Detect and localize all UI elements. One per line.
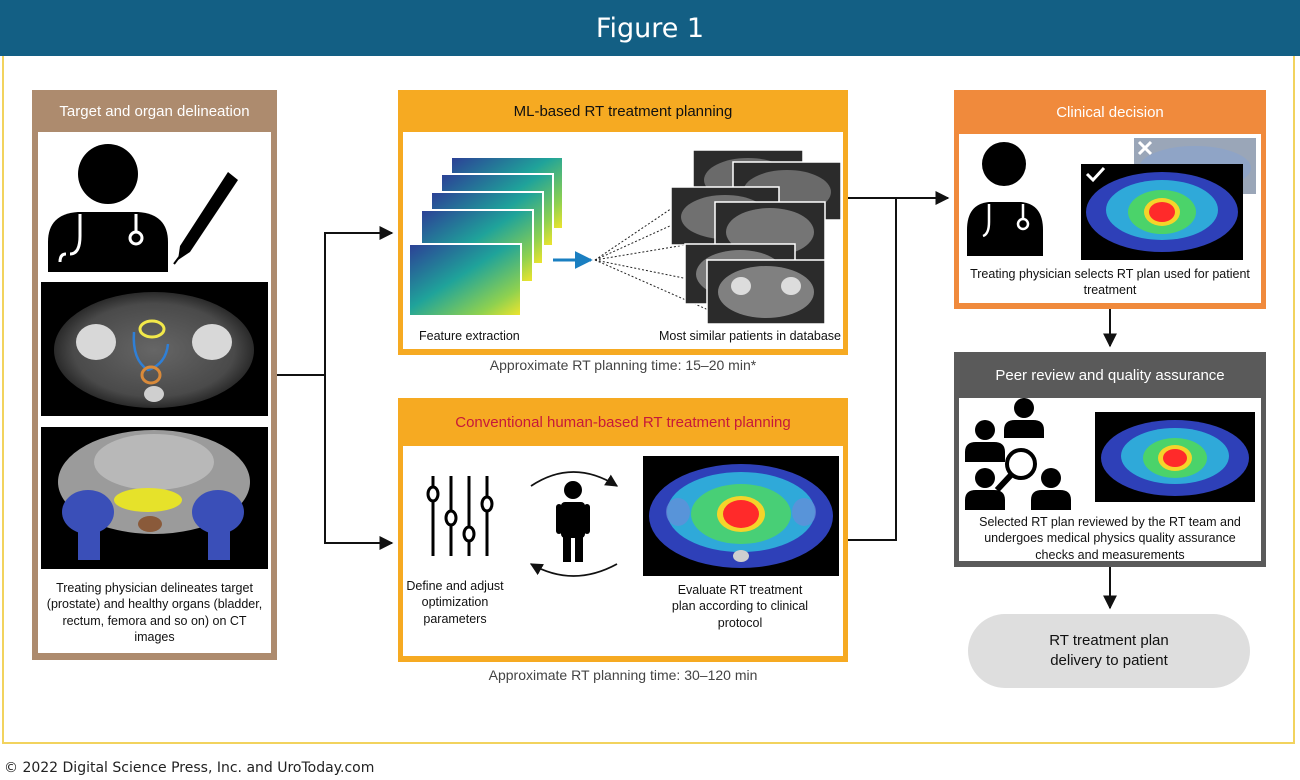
conventional-planning-time: Approximate RT planning time: 30–120 min bbox=[488, 667, 758, 683]
planner-person-icon bbox=[556, 481, 590, 562]
conventional-panel-body: Define and adjust optimization parameter… bbox=[403, 446, 843, 656]
reviewed-plan-image bbox=[1095, 412, 1255, 502]
feature-map-stack bbox=[408, 156, 564, 317]
physician-icon bbox=[967, 142, 1043, 256]
feature-extraction-label: Feature extraction bbox=[419, 329, 520, 343]
similar-patients-label: Most similar patients in database bbox=[658, 329, 841, 343]
peer-caption: Selected RT plan reviewed by the RT team… bbox=[979, 515, 1241, 562]
checkmark-icon bbox=[1085, 166, 1106, 183]
delivery-label: RT treatment plan delivery to patient bbox=[1049, 631, 1169, 669]
similar-patient-ct-slices bbox=[670, 149, 842, 325]
arrow-to-conventional bbox=[324, 375, 394, 550]
conventional-panel-title: Conventional human-based RT treatment pl… bbox=[455, 413, 791, 431]
ml-planning-panel: ML-based RT treatment planning bbox=[398, 90, 848, 355]
clinical-decision-panel: Clinical decision bbox=[954, 90, 1266, 309]
sliders-icon bbox=[426, 476, 494, 556]
cycle-arrows-icon bbox=[529, 471, 619, 577]
figure-title: Figure 1 bbox=[595, 12, 705, 44]
selected-plan-image bbox=[1081, 164, 1243, 260]
target-caption: Treating physician delineates target (pr… bbox=[46, 581, 263, 644]
figure-header: Figure 1 bbox=[0, 0, 1300, 56]
figure-frame bbox=[2, 56, 1295, 744]
ml-panel-illustrations bbox=[408, 149, 842, 325]
clinical-panel-title: Clinical decision bbox=[1056, 103, 1164, 121]
pen-icon bbox=[173, 172, 238, 265]
dose-plan-image bbox=[643, 456, 839, 576]
target-panel-illustrations bbox=[41, 144, 268, 569]
conventional-planning-panel: Conventional human-based RT treatment pl… bbox=[398, 398, 848, 662]
peer-panel-illustrations bbox=[965, 398, 1255, 510]
clinical-panel-illustrations bbox=[967, 138, 1256, 260]
flow-arrows bbox=[277, 191, 1117, 610]
target-panel-body: Treating physician delineates target (pr… bbox=[38, 132, 271, 653]
peer-panel-title: Peer review and quality assurance bbox=[995, 366, 1225, 384]
conventional-panel-illustrations bbox=[426, 456, 839, 577]
ml-planning-time: Approximate RT planning time: 15–20 min* bbox=[489, 357, 757, 373]
clinical-panel-body: Treating physician selects RT plan used … bbox=[959, 134, 1261, 303]
physician-icon bbox=[48, 144, 168, 272]
similarity-lines bbox=[594, 193, 714, 313]
copyright-footer: © 2022 Digital Science Press, Inc. and U… bbox=[4, 760, 375, 776]
arrow-to-ml bbox=[324, 226, 394, 375]
ml-panel-title: ML-based RT treatment planning bbox=[513, 102, 733, 120]
peer-review-panel: Peer review and quality assurance bbox=[954, 352, 1266, 567]
ml-panel-body: Feature extraction Most similar patients… bbox=[403, 132, 843, 349]
reject-x-icon bbox=[1137, 140, 1153, 156]
target-panel-title: Target and organ delineation bbox=[59, 102, 250, 120]
arrow-conv-to-clinical bbox=[848, 198, 897, 541]
peer-panel-body: Selected RT plan reviewed by the RT team… bbox=[959, 398, 1261, 562]
define-parameters-label: Define and adjust optimization parameter… bbox=[406, 579, 504, 626]
delivery-pill: RT treatment plan delivery to patient bbox=[968, 614, 1250, 688]
team-review-icon bbox=[965, 398, 1071, 510]
target-delineation-panel: Target and organ delineation bbox=[32, 90, 277, 660]
evaluate-plan-label: Evaluate RT treatment plan according to … bbox=[671, 583, 809, 630]
clinical-caption: Treating physician selects RT plan used … bbox=[970, 267, 1250, 298]
